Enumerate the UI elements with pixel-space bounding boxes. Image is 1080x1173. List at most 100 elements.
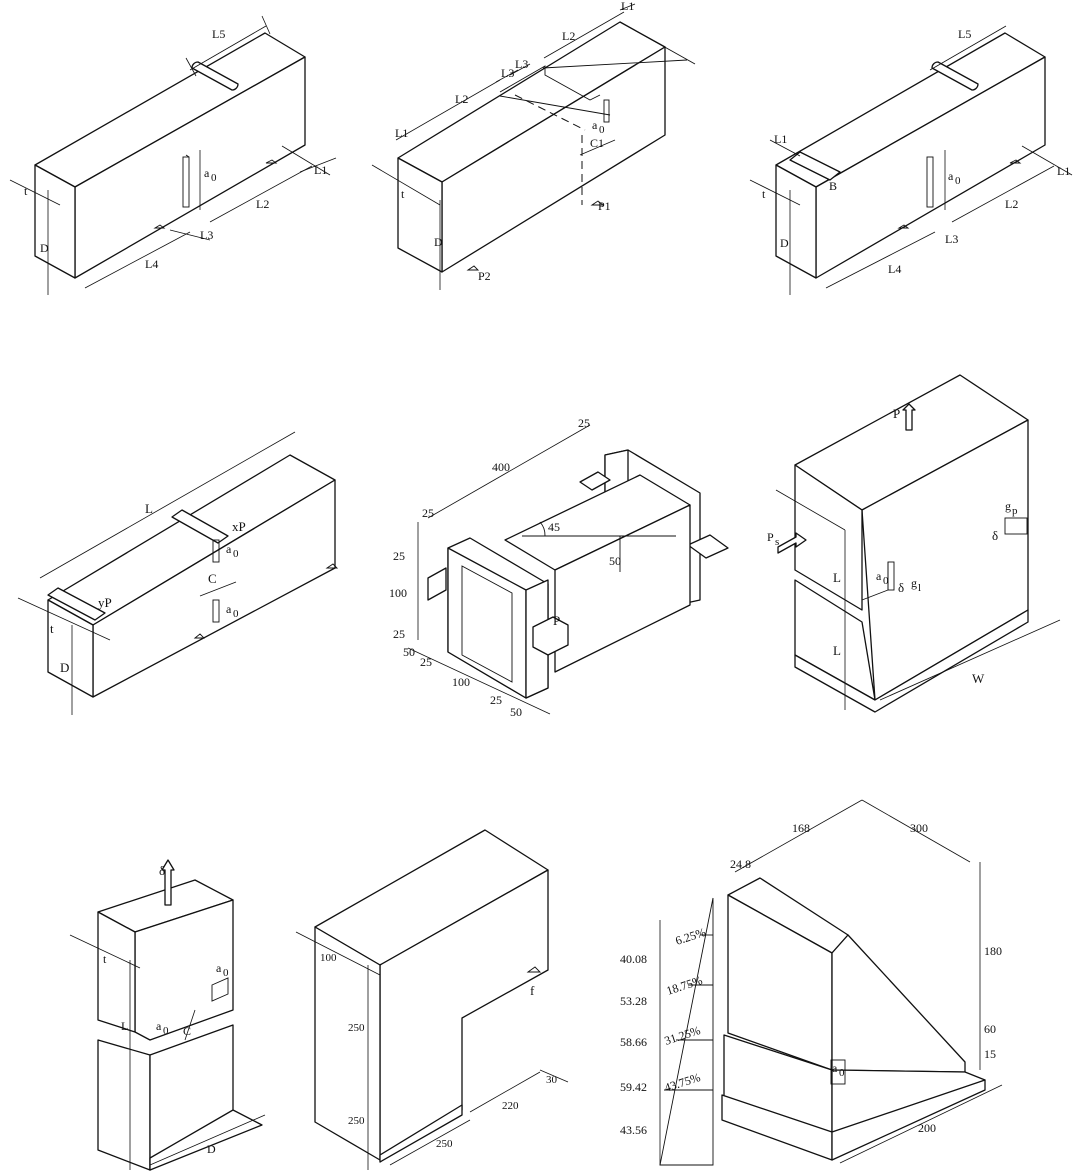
p4-C: C bbox=[208, 571, 217, 586]
p6-gp: g bbox=[1005, 499, 1011, 513]
p5-d50a: 50 bbox=[403, 645, 415, 659]
p5-d50c: 50 bbox=[609, 554, 621, 568]
p7-D: D bbox=[207, 1142, 216, 1156]
p5-d25e: 25 bbox=[420, 655, 432, 669]
p1-a0-sub: 0 bbox=[211, 172, 217, 184]
p9-percent-3: 43.75% bbox=[663, 1070, 703, 1095]
p5-d25b: 25 bbox=[422, 506, 434, 520]
p5-d100a: 100 bbox=[389, 586, 407, 600]
p4-a0a-sub: 0 bbox=[233, 548, 239, 560]
p3-L3: L3 bbox=[945, 232, 958, 246]
p8-d250b: 250 bbox=[348, 1115, 365, 1127]
p7-a0b: a bbox=[156, 1019, 162, 1033]
p1-t: t bbox=[24, 184, 28, 198]
panel-5-fixture: 25 400 25 25 100 25 50 25 100 25 50 45 5… bbox=[389, 416, 729, 719]
panel-1-beam: L5 L1 a 0 L2 L3 L4 t D bbox=[9, 15, 337, 295]
p9-left-value-0: 40.08 bbox=[620, 952, 647, 966]
p2-a0: a bbox=[592, 118, 598, 132]
p5-d50b: 50 bbox=[510, 705, 522, 719]
panel-8-l-block: 100 250 250 f 30 220 250 bbox=[295, 829, 569, 1170]
p9-d168: 168 bbox=[792, 821, 810, 835]
p6-W: W bbox=[972, 671, 985, 686]
p1-L3: L3 bbox=[200, 228, 213, 242]
p5-angle: 45 bbox=[548, 520, 560, 534]
p9-left-value-1: 53.28 bbox=[620, 994, 647, 1008]
p1-L4: L4 bbox=[145, 257, 158, 271]
p3-L2: L2 bbox=[1005, 197, 1018, 211]
p5-d400: 400 bbox=[492, 460, 510, 474]
p6-gl: g bbox=[911, 576, 917, 590]
p5-d25d: 25 bbox=[393, 627, 405, 641]
p6-L1: L bbox=[833, 570, 841, 585]
p3-L1b: L1 bbox=[1057, 164, 1070, 178]
p9-a0: a bbox=[832, 1061, 838, 1075]
p1-L5: L5 bbox=[212, 27, 225, 41]
p9-d15: 15 bbox=[984, 1047, 996, 1061]
p9-d200: 200 bbox=[918, 1121, 936, 1135]
p8-f: f bbox=[530, 983, 535, 998]
p8-d30: 30 bbox=[546, 1074, 558, 1086]
p6-delta1: δ bbox=[992, 528, 998, 543]
p6-P: P bbox=[893, 406, 900, 421]
p6-delta2: δ bbox=[898, 580, 904, 595]
p6-L2: L bbox=[833, 643, 841, 658]
p6-a0: a bbox=[876, 569, 882, 583]
p9-a0-sub: 0 bbox=[839, 1067, 845, 1079]
p2-P2: P2 bbox=[478, 269, 491, 283]
p7-a0a: a bbox=[216, 961, 222, 975]
p3-L4: L4 bbox=[888, 262, 901, 276]
p9-d248: 24.8 bbox=[730, 857, 751, 871]
p9-left-value-3: 59.42 bbox=[620, 1080, 647, 1094]
p7-a0b-sub: 0 bbox=[163, 1025, 169, 1037]
p9-d180: 180 bbox=[984, 944, 1002, 958]
p2-t: t bbox=[401, 187, 405, 201]
p9-percent-1: 18.75% bbox=[665, 973, 705, 998]
p8-d220: 220 bbox=[502, 1100, 519, 1112]
p5-d25a: 25 bbox=[578, 416, 590, 430]
p1-L2: L2 bbox=[256, 197, 269, 211]
p7-L: L bbox=[121, 1019, 128, 1033]
p4-xP: xP bbox=[232, 519, 246, 534]
p4-t: t bbox=[50, 621, 54, 636]
p5-d25c: 25 bbox=[393, 549, 405, 563]
p9-left-value-4: 43.56 bbox=[620, 1123, 647, 1137]
p6-Ps-sub: s bbox=[775, 536, 779, 548]
p2-L1b: L1 bbox=[621, 0, 634, 13]
panel-6-block: P P s g p δ L a 0 δ g l L W bbox=[767, 374, 1061, 713]
p4-a0a: a bbox=[226, 542, 232, 556]
p9-left-value-2: 58.66 bbox=[620, 1035, 647, 1049]
p6-gp-sub: p bbox=[1012, 505, 1018, 517]
p1-a0: a bbox=[204, 166, 210, 180]
p7-t: t bbox=[103, 952, 107, 966]
p6-a0-sub: 0 bbox=[883, 575, 889, 587]
p9-d60: 60 bbox=[984, 1022, 996, 1036]
panel-4-beam: L xP a 0 C a 0 yP t D bbox=[17, 431, 339, 715]
p3-a0: a bbox=[948, 169, 954, 183]
p4-D: D bbox=[60, 660, 69, 675]
p2-P1: P1 bbox=[598, 199, 611, 213]
p2-C1: C1 bbox=[590, 136, 604, 150]
p7-a0a-sub: 0 bbox=[223, 967, 229, 979]
p1-L1: L1 bbox=[314, 163, 327, 177]
p2-a0-sub: 0 bbox=[599, 124, 605, 136]
p8-d250c: 250 bbox=[436, 1138, 453, 1150]
p9-percent-2: 31.25% bbox=[663, 1023, 703, 1048]
p3-B: B bbox=[829, 179, 837, 193]
p7-C: C bbox=[183, 1024, 191, 1038]
p8-d100: 100 bbox=[320, 952, 337, 964]
p2-L1a: L1 bbox=[395, 126, 408, 140]
panel-3-beam: L5 L1 B a 0 L1 L2 L3 L4 t D bbox=[749, 25, 1073, 295]
p4-a0b: a bbox=[226, 602, 232, 616]
p3-a0-sub: 0 bbox=[955, 175, 961, 187]
p2-D: D bbox=[434, 235, 443, 249]
p4-a0b-sub: 0 bbox=[233, 608, 239, 620]
p6-gl-sub: l bbox=[918, 582, 921, 594]
p4-L: L bbox=[145, 501, 153, 516]
p2-L2b: L2 bbox=[562, 29, 575, 43]
p7-delta: δ bbox=[159, 863, 165, 878]
panel-2-beam: L1 L2 L3 L3 L2 L1 a 0 C1 P1 P2 t D bbox=[371, 0, 696, 290]
p1-D: D bbox=[40, 241, 49, 255]
p3-L5: L5 bbox=[958, 27, 971, 41]
p2-L2a: L2 bbox=[455, 92, 468, 106]
